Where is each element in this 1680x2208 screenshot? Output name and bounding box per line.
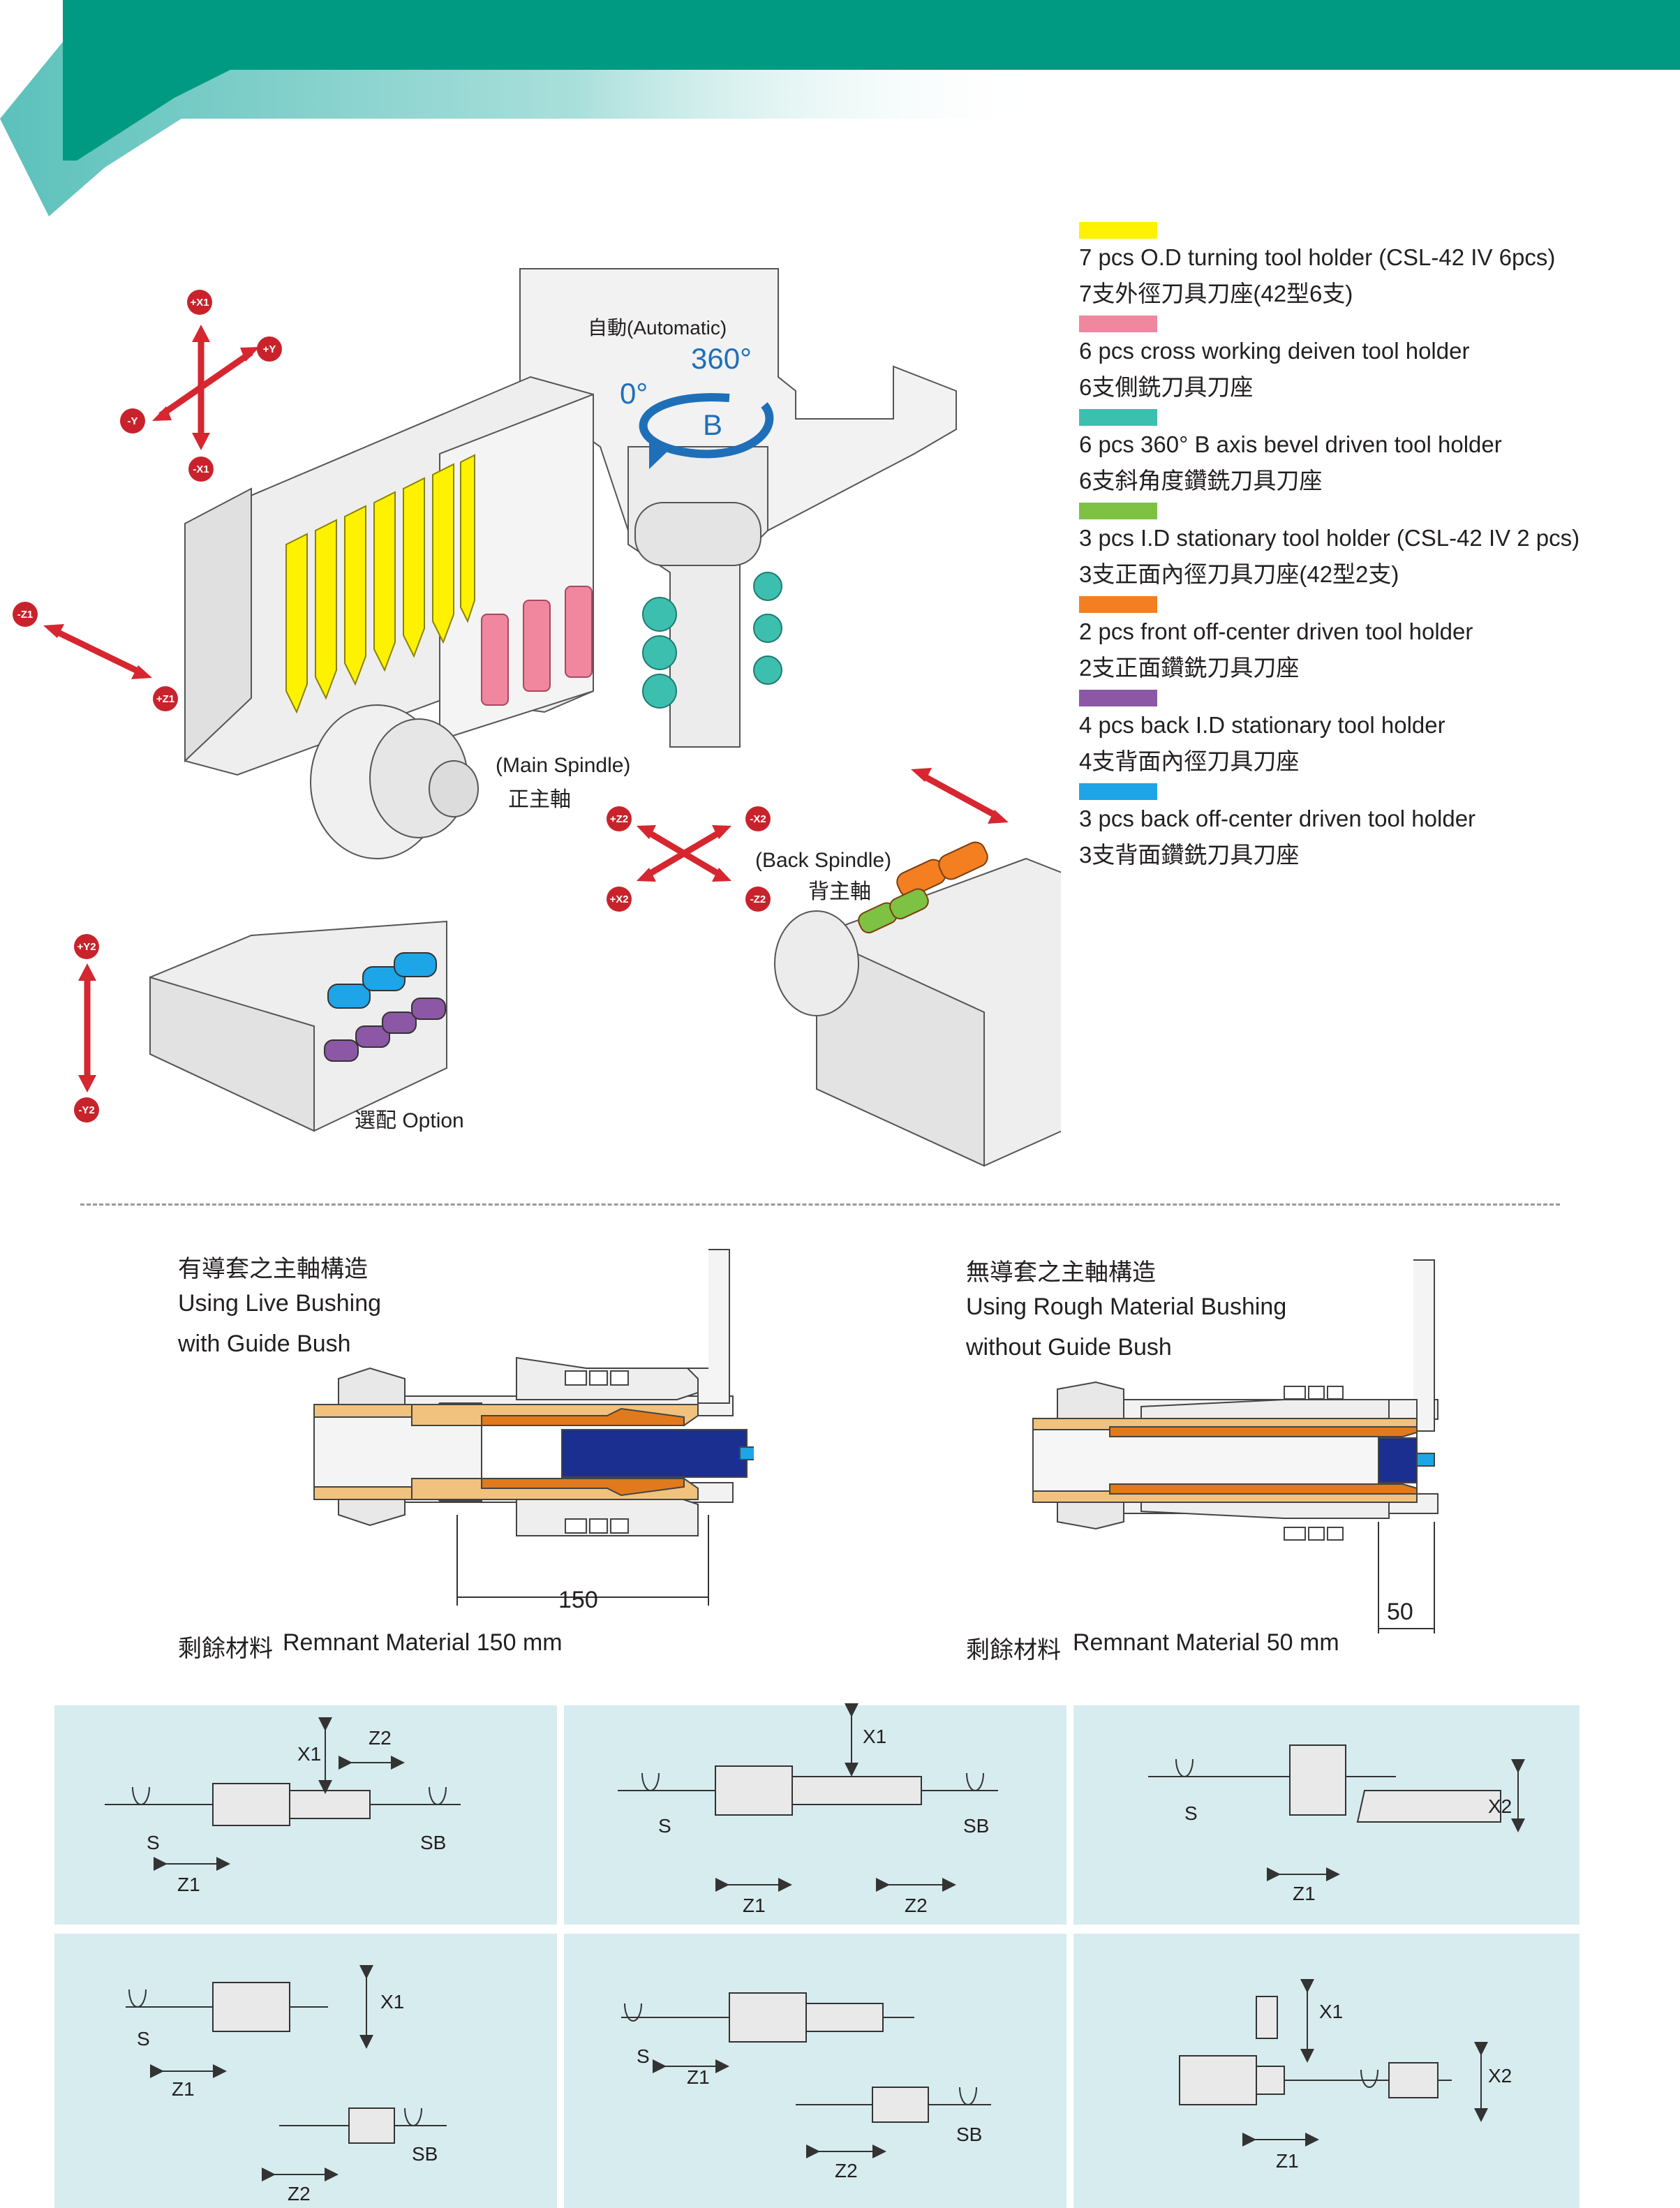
bushing-right-remnant-zh: 剩餘材料 [966,1637,1061,1664]
panel3-label-s: S [1184,1802,1198,1824]
legend-swatch-pink [1079,316,1157,332]
panel1-label-z2: Z2 [369,1727,392,1749]
panel2-label-sb: SB [963,1815,990,1837]
panel1-label-sb: SB [420,1832,447,1853]
machine-illustration [43,268,1061,1167]
legend-swatch-orange [1079,596,1157,613]
panel5-label-s: S [637,2045,650,2067]
panel1-label-s: S [147,1832,160,1853]
panel6-label-z1: Z1 [1276,2150,1299,2172]
panel4-label-z2: Z2 [288,2183,311,2205]
panel4-label-s: S [137,2028,150,2050]
b-axis-360-label: 360° [691,342,752,375]
panel4-label-x1: X1 [380,1991,405,2013]
legend-item-en: 6 pcs 360° B axis bevel driven tool hold… [1079,431,1502,457]
bushing-right-title-en1: Using Rough Material Bushing [966,1294,1287,1320]
axis-badge: +X1 [187,290,212,315]
main-spindle-label-zh: 正主軸 [508,788,571,811]
legend-item-en: 3 pcs back off-center driven tool holder [1079,806,1476,831]
bushing-right-remnant-en: Remnant Material 50 mm [1073,1629,1339,1656]
axis-badge: +X2 [607,887,632,912]
legend-item-zh: 7支外徑刀具刀座(42型6支) [1079,281,1353,306]
panel6-label-x1: X1 [1319,2001,1344,2022]
bushing-left-title-zh: 有導套之主軸構造 [178,1256,368,1282]
legend-item-en: 4 pcs back I.D stationary tool holder [1079,712,1445,738]
bushing-right-diagram [1032,1259,1439,1633]
axis-badge: -X1 [188,457,214,482]
motion-panel-drawings [105,1703,1525,2181]
axis-badge: +Z1 [153,686,178,711]
panel4-label-z1: Z1 [172,2078,195,2100]
legend-item-zh: 3支背面鑽銑刀具刀座 [1079,842,1300,868]
axis-badge: -Z2 [745,887,771,912]
axis-badge: +Y2 [74,934,99,959]
legend-swatch-teal [1079,409,1157,426]
axis-badge: +Y [257,336,282,362]
panel6-label-x2: X2 [1488,2065,1512,2087]
automatic-label: 自動(Automatic) [588,317,727,339]
option-label: 選配 Option [355,1109,464,1132]
panel4-label-sb: SB [412,2143,438,2165]
panel2-label-s: S [658,1815,671,1837]
legend-swatch-green [1079,503,1157,519]
panel5-label-sb: SB [956,2124,983,2145]
legend-item-en: 6 pcs cross working deiven tool holder [1079,338,1470,364]
bushing-left-remnant-zh: 剩餘材料 [178,1636,273,1662]
panel3-label-z1: Z1 [1293,1883,1316,1904]
panel5-label-z1: Z1 [687,2066,710,2088]
legend-swatch-purple [1079,690,1157,706]
legend-item-en: 3 pcs I.D stationary tool holder (CSL-42… [1079,525,1580,551]
legend-swatch-blue [1079,783,1157,800]
main-spindle-label-en: (Main Spindle) [496,754,631,777]
bushing-left-title-en2: with Guide Bush [178,1331,351,1357]
b-axis-label: B [703,408,723,441]
legend-item-en: 2 pcs front off-center driven tool holde… [1079,618,1473,644]
back-spindle-label-en: (Back Spindle) [755,849,892,872]
legend-item-en: 7 pcs O.D turning tool holder (CSL-42 IV… [1079,244,1556,270]
motion-panel-5 [564,1934,1066,2208]
motion-panel-6 [1073,1934,1579,2208]
legend-item-zh: 6支側銑刀具刀座 [1079,374,1254,400]
panel2-label-z1: Z1 [743,1895,766,1916]
bushing-left-diagram [313,1249,754,1606]
section-divider [80,1203,1560,1206]
bushing-right-dimension: 50 [1387,1599,1413,1625]
legend-item-zh: 2支正面鑽銑刀具刀座 [1079,655,1300,681]
panel1-label-z1: Z1 [177,1874,200,1895]
legend-item-zh: 4支背面內徑刀具刀座 [1079,748,1300,774]
axis-badge: -Z1 [13,602,38,627]
legend-swatch-yellow [1079,222,1157,239]
b-axis-0-label: 0° [620,377,648,410]
axis-badge: +Z2 [607,806,632,831]
legend-item-zh: 6支斜角度鑽銑刀具刀座 [1079,468,1323,494]
panel5-label-z2: Z2 [835,2160,858,2181]
bushing-left-remnant-en: Remnant Material 150 mm [283,1629,563,1656]
back-spindle-label-zh: 背主軸 [808,880,871,903]
panel2-label-z2: Z2 [905,1895,928,1916]
panel1-label-x1: X1 [297,1743,322,1765]
bushing-left-dimension: 150 [558,1587,598,1613]
legend-item-zh: 3支正面內徑刀具刀座(42型2支) [1079,561,1399,587]
axis-badge: -Y2 [74,1097,99,1122]
axis-badge: -X2 [745,806,771,831]
motion-panel-2 [564,1705,1066,1925]
header-banner [0,0,1680,216]
panel3-label-x2: X2 [1488,1795,1512,1817]
bushing-left-title-en1: Using Live Bushing [178,1290,382,1317]
bushing-right-title-zh: 無導套之主軸構造 [966,1259,1156,1286]
axis-badge: -Y [120,408,145,434]
panel2-label-x1: X1 [863,1726,887,1747]
motion-panel-4 [54,1934,557,2208]
bushing-right-title-en2: without Guide Bush [966,1334,1172,1361]
